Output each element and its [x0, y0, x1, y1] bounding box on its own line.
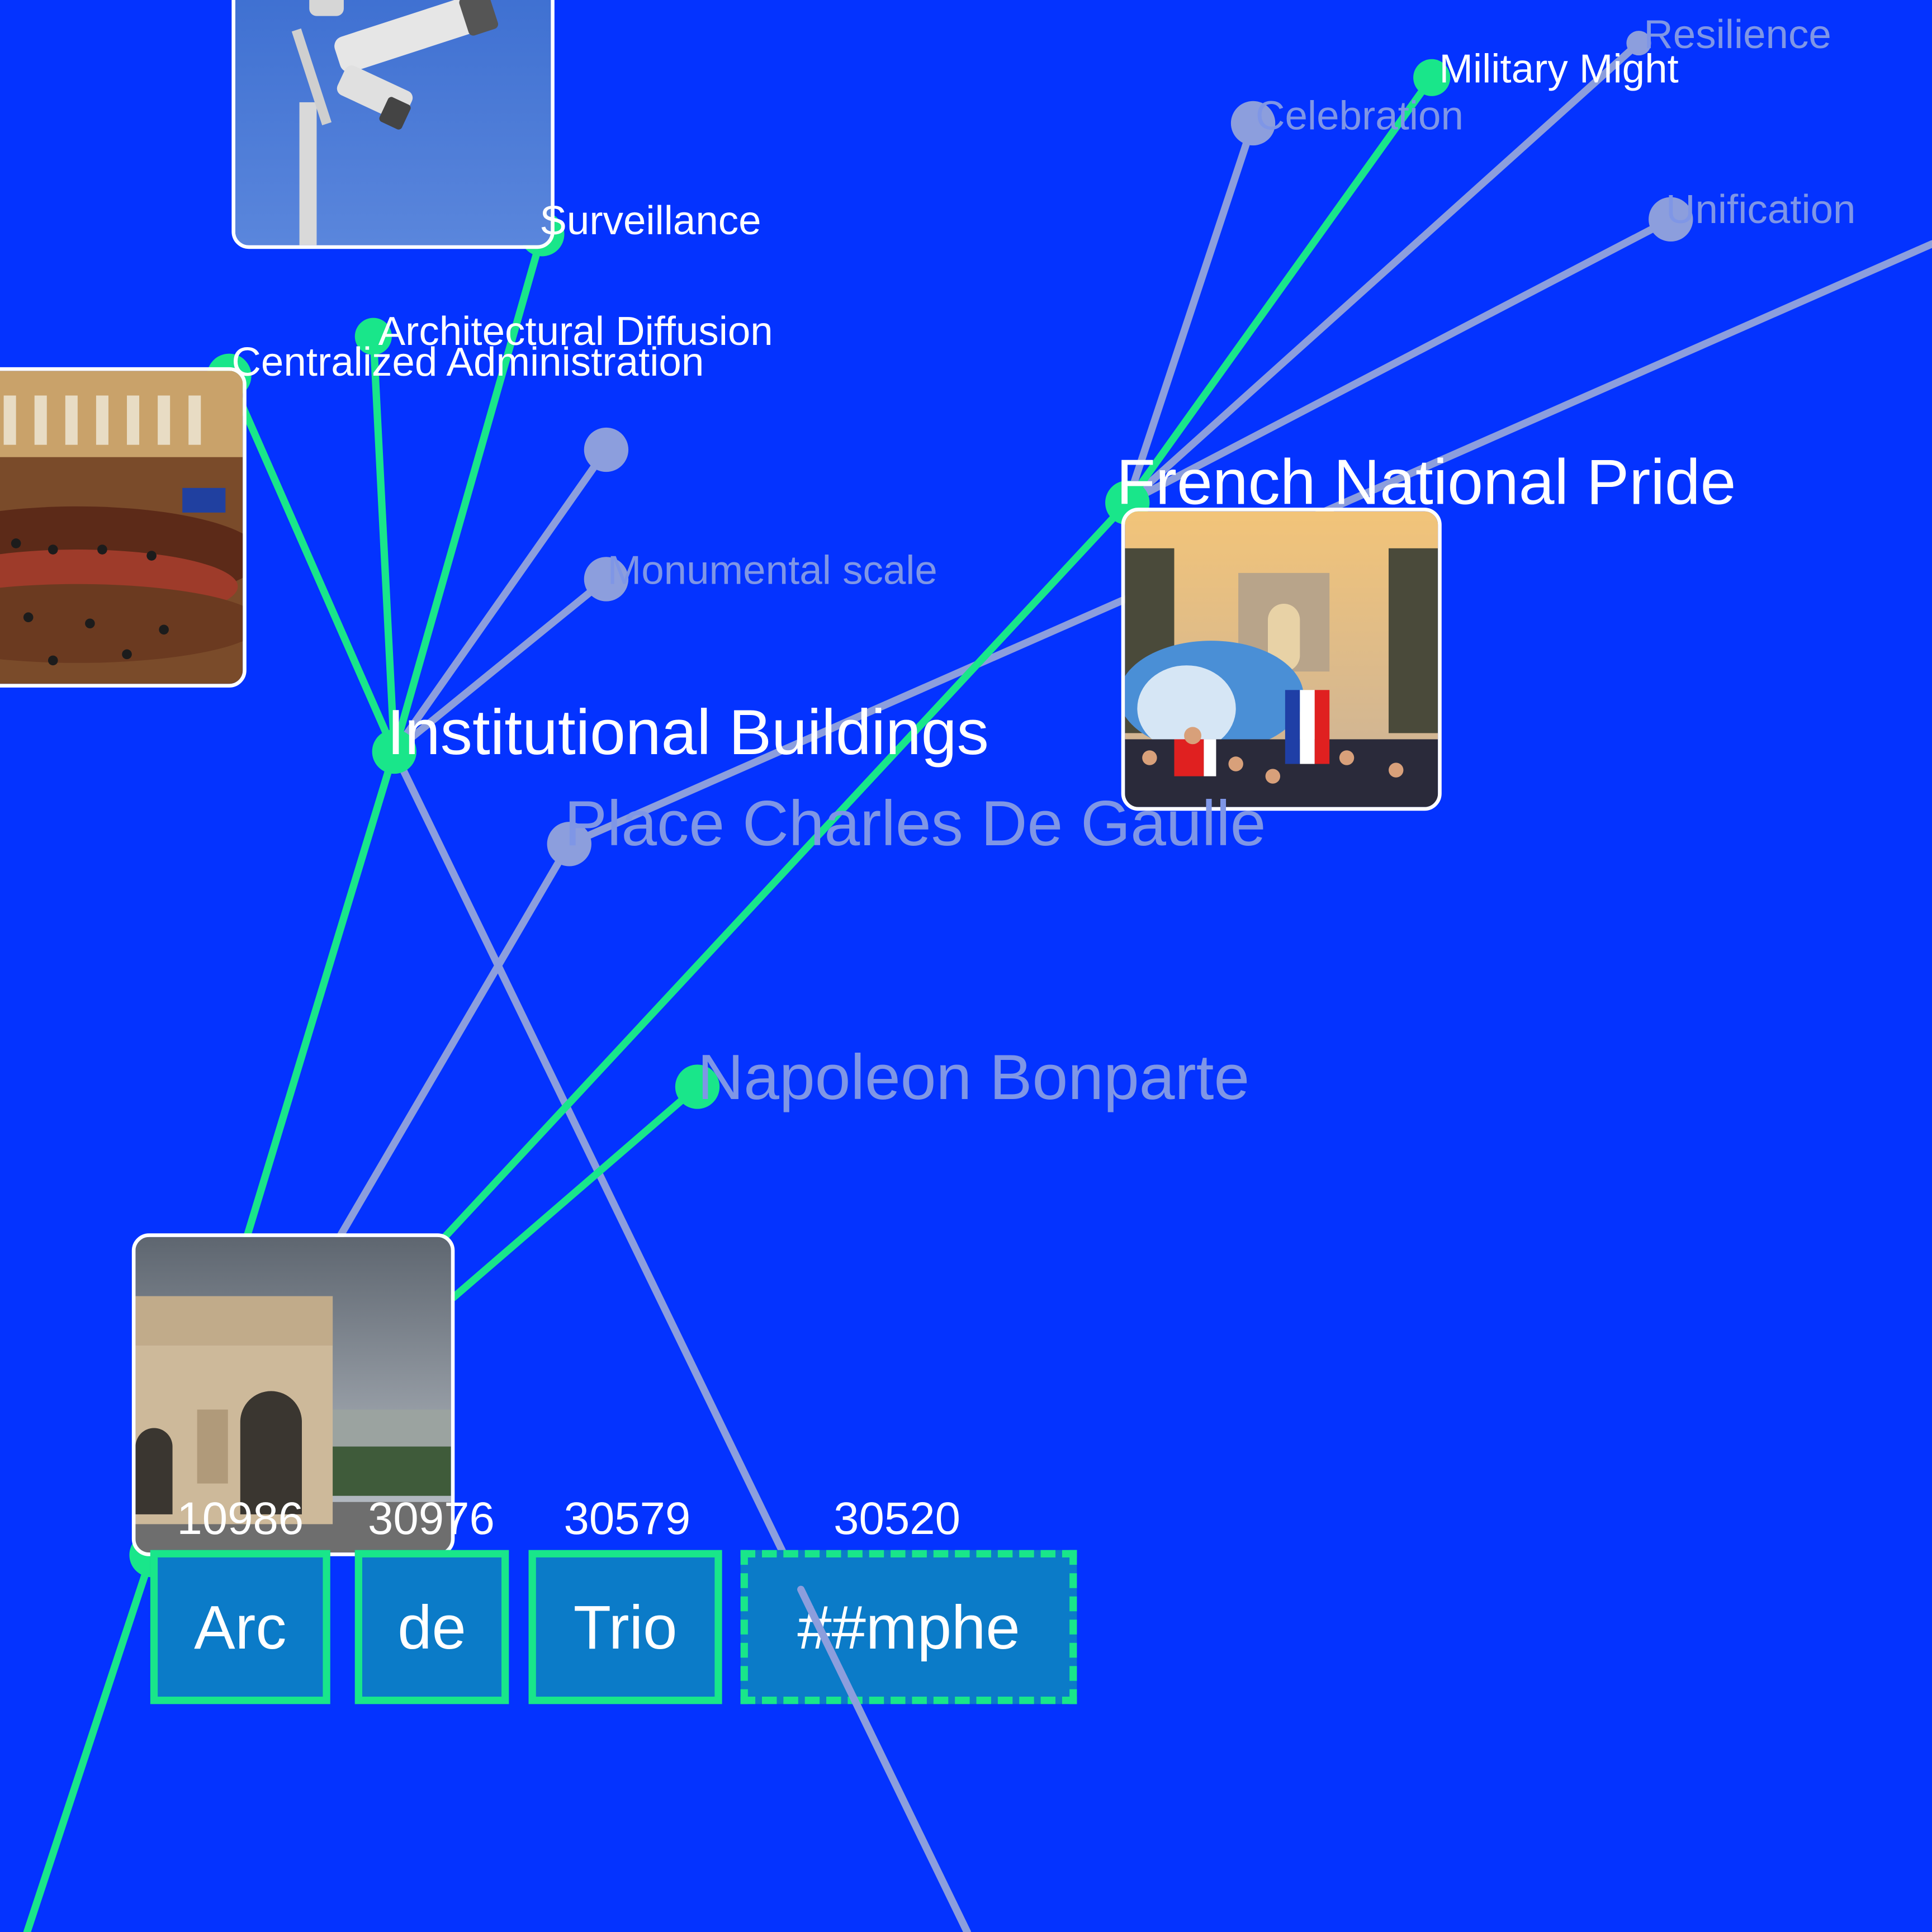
label-resilience: Resilience [1644, 11, 1831, 57]
label-french-national-pride: French National Pride [1116, 447, 1736, 519]
edge-pride-military-might [1124, 74, 1436, 506]
token-box[interactable]: Arc [150, 1550, 330, 1704]
edge-arc-place-charles [335, 840, 573, 1242]
label-napoleon-bonparte: Napoleon Bonparte [697, 1042, 1250, 1114]
node-dot-unification[interactable] [1649, 197, 1693, 242]
node-dot-napoleon[interactable] [675, 1064, 720, 1109]
pride-celebration-photo [1121, 508, 1442, 811]
surveillance-camera-photo [231, 0, 555, 249]
label-centralized-administration: Centralized Administration [231, 339, 704, 385]
node-dot-unlabeled[interactable] [584, 427, 629, 472]
edge-institutional-downward [390, 747, 971, 1932]
node-dot-resilience[interactable] [1626, 31, 1651, 56]
edge-arc-institutional [243, 747, 398, 1242]
label-institutional-buildings: Institutional Buildings [387, 697, 989, 769]
label-military-might: Military Might [1439, 45, 1679, 92]
edge-institutional-monumental-scale [390, 575, 610, 756]
token-id: 10986 [177, 1493, 304, 1544]
edge-pride-celebration [1124, 119, 1257, 506]
senate-chamber-photo [0, 367, 247, 688]
token-id: 30520 [834, 1493, 960, 1544]
edge-institutional-centralized-admin [225, 372, 398, 756]
edge-arc-napoleon [449, 1083, 702, 1301]
node-dot-celebration[interactable] [1230, 101, 1276, 146]
node-dot-institutional[interactable] [372, 729, 416, 774]
node-dot-place-charles[interactable] [547, 822, 591, 866]
edge-pride-unification [1124, 215, 1675, 506]
label-celebration: Celebration [1255, 92, 1464, 138]
token-box[interactable]: ##mphe [740, 1550, 1077, 1704]
token-box[interactable]: de [354, 1550, 509, 1704]
label-monumental-scale: Monumental scale [607, 547, 937, 593]
arc-de-triomphe-photo [131, 1233, 455, 1556]
edge-pride-resilience [1124, 39, 1643, 506]
node-dot-military-might[interactable] [1413, 59, 1451, 96]
label-unification: Unification [1665, 186, 1856, 232]
node-dot-architectural-diffusion[interactable] [354, 318, 392, 355]
edge-arc-pride [439, 499, 1131, 1242]
edge-institutional-surveillance [390, 230, 546, 756]
token-id: 30976 [368, 1493, 495, 1544]
token-box[interactable]: Trio [528, 1550, 722, 1704]
label-surveillance: Surveillance [539, 197, 761, 243]
edge-institutional-unlabeled [390, 446, 610, 756]
edge-institutional-architectural-diffusion [370, 333, 398, 756]
node-dot-monumental-scale[interactable] [584, 557, 629, 602]
token-id: 30579 [564, 1493, 691, 1544]
label-architectural-diffusion: Architectural Diffusion [378, 308, 773, 354]
label-place-charles-de-gaulle: Place Charles De Gaulle [564, 788, 1266, 860]
edge-arc-offscreen [23, 1551, 155, 1932]
